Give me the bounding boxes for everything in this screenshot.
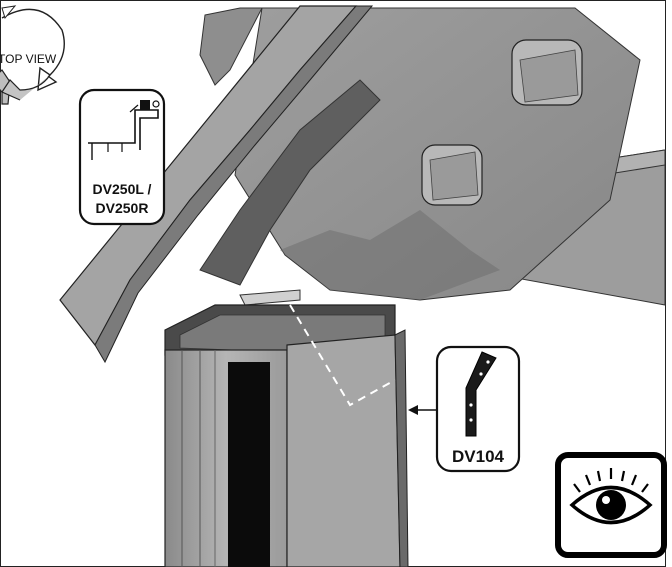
post-right-face [286, 334, 401, 567]
callout-dv104-label: DV104 [452, 447, 505, 466]
eye-icon[interactable] [555, 452, 667, 558]
view-badge-label: TOP VIEW [0, 52, 57, 66]
rafter-back-flange [199, 7, 263, 86]
bolt-head-lower [421, 144, 483, 206]
rafter-shadow [280, 210, 500, 300]
dv250-profile-icon [88, 100, 160, 160]
callout-dv104-frame [435, 345, 521, 473]
rotate-arrows-icon[interactable] [0, 5, 65, 105]
post-slot [228, 362, 270, 567]
callout-dv250-line1: DV250L / [93, 181, 152, 197]
callout-dv104[interactable]: DV104 [435, 345, 521, 473]
post-edge [394, 329, 409, 567]
dv104-bracket-icon [465, 351, 497, 437]
rafter-flange-edge [94, 5, 374, 364]
hidden-bracket-line [289, 304, 396, 407]
callout-dv250-line2: DV250R [96, 200, 149, 216]
bracket-plate [239, 289, 301, 306]
rafter-channel [199, 79, 381, 286]
callout-dv250[interactable]: DV250L / DV250R [78, 88, 166, 226]
callout-dv250-frame [78, 88, 166, 226]
dv104-leader-arrowhead [408, 405, 418, 415]
bolt-head-upper [511, 39, 583, 106]
